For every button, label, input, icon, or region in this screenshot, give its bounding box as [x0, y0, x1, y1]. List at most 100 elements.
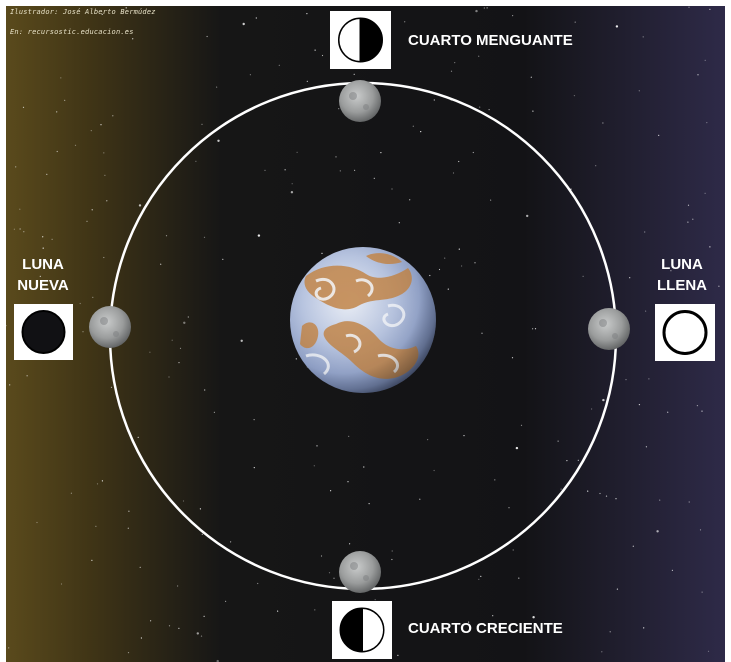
star: [92, 296, 94, 298]
star: [704, 59, 706, 62]
star: [86, 220, 88, 222]
star: [454, 62, 456, 64]
star: [110, 386, 113, 388]
star: [132, 38, 134, 40]
star: [582, 275, 584, 277]
star: [718, 285, 720, 287]
moon-bottom: [339, 551, 381, 593]
star: [532, 616, 535, 619]
star: [667, 411, 669, 413]
star: [629, 277, 631, 279]
star: [632, 545, 634, 547]
star: [15, 166, 17, 168]
star: [595, 165, 597, 167]
star: [150, 620, 152, 622]
star: [296, 151, 298, 153]
star: [706, 122, 708, 124]
star: [420, 131, 422, 133]
star: [391, 550, 393, 552]
star: [171, 339, 173, 341]
star: [532, 110, 534, 112]
star: [692, 218, 694, 220]
star: [277, 610, 279, 612]
star: [201, 123, 203, 125]
star: [104, 174, 106, 176]
star: [478, 578, 480, 580]
full-moon-label: LUNA LLENA: [651, 254, 713, 296]
star: [187, 316, 189, 318]
star: [638, 90, 640, 92]
star: [284, 169, 286, 171]
star: [615, 498, 617, 500]
star: [183, 321, 186, 324]
star: [19, 228, 21, 230]
star: [60, 583, 63, 585]
star: [656, 530, 659, 533]
half-moon-icon: [338, 17, 383, 63]
star: [112, 115, 114, 117]
star: [486, 7, 488, 9]
star: [481, 332, 483, 334]
star: [101, 480, 103, 482]
star: [520, 424, 523, 426]
star: [22, 106, 25, 108]
star: [659, 499, 661, 501]
star: [625, 379, 627, 381]
star: [64, 99, 66, 101]
star: [333, 577, 335, 579]
star: [222, 258, 224, 260]
star: [472, 151, 474, 154]
star: [433, 99, 435, 101]
star: [330, 490, 332, 492]
star: [518, 577, 520, 579]
star: [704, 192, 706, 194]
star: [306, 13, 308, 15]
star: [658, 134, 660, 136]
star: [427, 439, 429, 441]
star: [249, 74, 251, 76]
star: [196, 632, 199, 635]
star: [90, 130, 92, 132]
star: [429, 274, 431, 277]
star: [46, 173, 48, 175]
star: [328, 572, 331, 574]
star: [412, 125, 414, 127]
star: [397, 654, 399, 657]
star: [368, 503, 370, 505]
full-moon-label-line2: LLENA: [657, 277, 707, 294]
full-moon-icon-box: [655, 304, 715, 361]
star: [688, 6, 690, 8]
star: [257, 582, 259, 585]
star: [203, 615, 205, 617]
star: [688, 501, 690, 503]
star: [160, 263, 162, 265]
star: [95, 525, 97, 527]
star: [488, 109, 490, 111]
star: [671, 569, 674, 572]
star: [182, 500, 185, 502]
star: [419, 498, 421, 500]
waxing-quarter-label: CUARTO CRECIENTE: [408, 620, 563, 637]
star: [91, 559, 93, 562]
illustrator-credit: Ilustrador: José Alberto Bermúdez: [10, 8, 156, 16]
star: [645, 310, 647, 312]
star: [242, 22, 245, 26]
star: [295, 358, 297, 360]
moon-phases-diagram: Ilustrador: José Alberto Bermúdez En: re…: [6, 6, 725, 662]
star: [458, 248, 460, 250]
star: [39, 275, 41, 277]
star: [320, 555, 323, 557]
star: [82, 331, 84, 333]
star: [127, 652, 130, 654]
star: [687, 221, 689, 223]
star: [450, 70, 453, 72]
star: [670, 270, 672, 272]
star: [642, 36, 644, 38]
star: [349, 543, 351, 545]
star: [9, 384, 11, 386]
star: [139, 566, 141, 569]
star: [36, 521, 38, 524]
star: [444, 257, 446, 259]
star: [490, 199, 492, 201]
star: [321, 252, 323, 254]
